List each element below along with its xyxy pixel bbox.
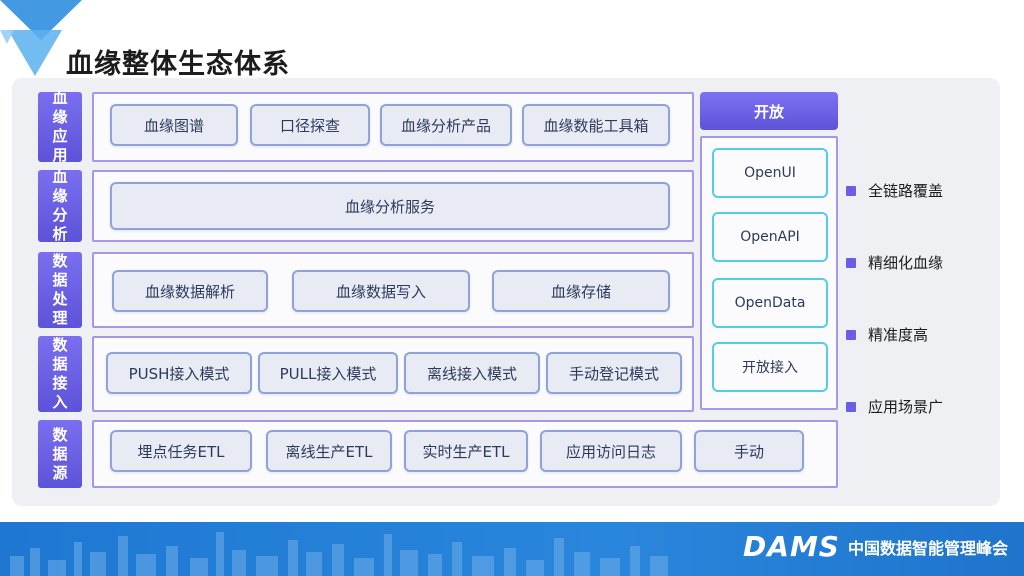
chip-open-access[interactable]: 开放接入 [712, 342, 828, 392]
bullet-icon [846, 401, 856, 412]
chip-manual-register-mode[interactable]: 手动登记模式 [546, 352, 682, 394]
layer-label-source: 数据源 [38, 420, 82, 488]
chip-offline-mode[interactable]: 离线接入模式 [404, 352, 540, 394]
footer-banner: DAMS 中国数据智能管理峰会 [0, 522, 1024, 576]
bullet-icon [846, 257, 856, 268]
chip-lineage-analysis-service[interactable]: 血缘分析服务 [110, 182, 670, 230]
bullet-icon [846, 185, 856, 196]
chip-openui[interactable]: OpenUI [712, 148, 828, 198]
chip-pull-mode[interactable]: PULL接入模式 [258, 352, 398, 394]
chip-app-access-log[interactable]: 应用访问日志 [540, 430, 682, 472]
feature-item: 精准度高 [846, 324, 928, 345]
chip-lineage-graph[interactable]: 血缘图谱 [110, 104, 238, 146]
corner-logo [0, 0, 82, 76]
feature-item: 精细化血缘 [846, 252, 943, 273]
layer-label-analysis: 血缘分析 [38, 168, 82, 243]
chip-openapi[interactable]: OpenAPI [712, 212, 828, 262]
chip-manual[interactable]: 手动 [694, 430, 804, 472]
city-skyline-icon [10, 532, 668, 576]
chip-tracking-etl[interactable]: 埋点任务ETL [110, 430, 252, 472]
bullet-icon [846, 329, 856, 340]
chip-lineage-analysis-product[interactable]: 血缘分析产品 [380, 104, 512, 146]
page-title: 血缘整体生态体系 [66, 49, 290, 80]
chip-caliber-explore[interactable]: 口径探查 [250, 104, 370, 146]
chip-realtime-etl[interactable]: 实时生产ETL [404, 430, 528, 472]
chip-lineage-data-parse[interactable]: 血缘数据解析 [112, 270, 268, 312]
brand-subtitle: 中国数据智能管理峰会 [847, 538, 1008, 558]
brand-name: DAMS [743, 530, 840, 563]
feature-item: 全链路覆盖 [846, 180, 943, 201]
chip-lineage-data-write[interactable]: 血缘数据写入 [292, 270, 470, 312]
brand-logo: DAMS 中国数据智能管理峰会 [743, 530, 1008, 563]
chip-lineage-storage[interactable]: 血缘存储 [492, 270, 670, 312]
chip-push-mode[interactable]: PUSH接入模式 [106, 352, 252, 394]
chip-offline-etl[interactable]: 离线生产ETL [266, 430, 392, 472]
open-header: 开放 [700, 92, 838, 130]
chip-opendata[interactable]: OpenData [712, 278, 828, 328]
layer-label-ingestion: 数据接入 [38, 336, 82, 412]
layer-label-processing: 数据处理 [38, 252, 82, 328]
feature-item: 应用场景广 [846, 396, 943, 417]
layer-label-application: 血缘应用 [38, 89, 82, 164]
chip-lineage-toolbox[interactable]: 血缘数能工具箱 [522, 104, 670, 146]
